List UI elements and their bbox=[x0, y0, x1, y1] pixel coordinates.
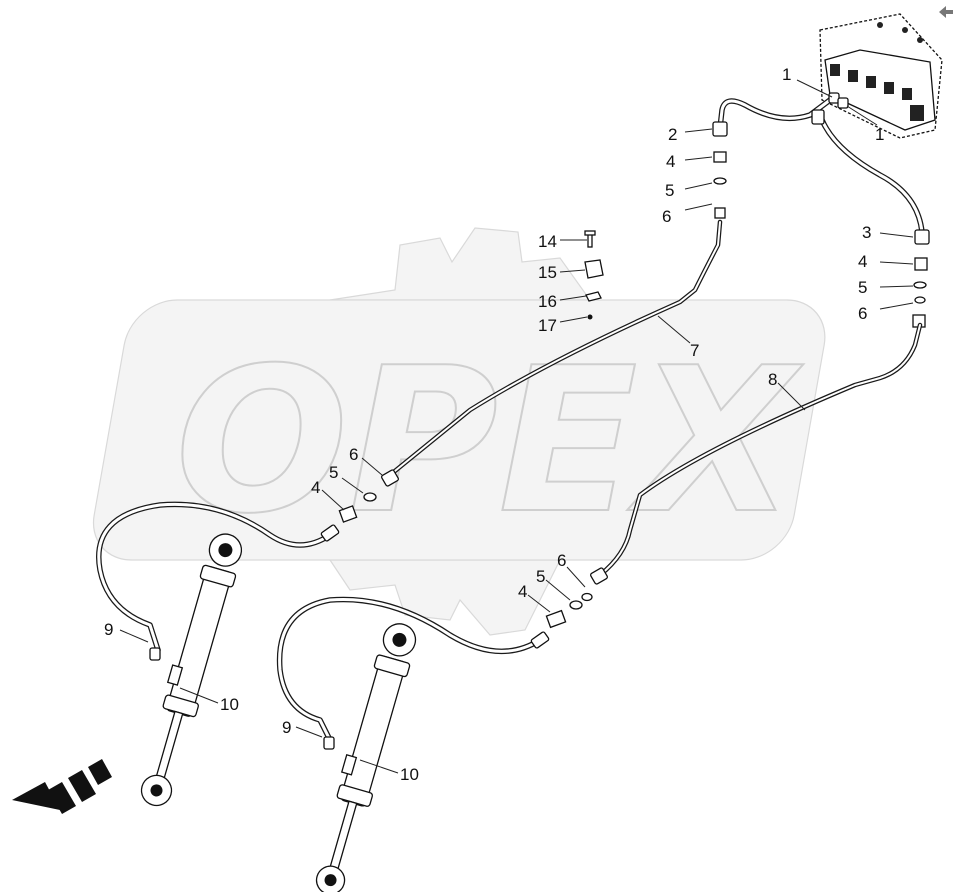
hose-fitting-right bbox=[530, 631, 550, 649]
adapter-4-mid-right bbox=[545, 609, 567, 629]
callout-4-upper-left: 4 bbox=[666, 152, 675, 171]
elbow-fitting bbox=[811, 109, 825, 125]
clamp-plate-16 bbox=[585, 291, 602, 302]
callout-8: 8 bbox=[768, 370, 777, 389]
hose-fitting-left bbox=[320, 524, 340, 542]
callout-7: 7 bbox=[690, 341, 699, 360]
callout-4-mid-left: 4 bbox=[311, 478, 320, 497]
adapter-4-upper-left bbox=[713, 151, 727, 163]
watermark: OPEX bbox=[92, 227, 826, 636]
watermark-text: OPEX bbox=[175, 325, 804, 558]
nut-6-mid-right bbox=[590, 567, 608, 585]
washer-5-mid-left bbox=[363, 492, 377, 502]
hose-end-9-left bbox=[149, 647, 161, 661]
forward-direction-arrow-icon bbox=[12, 759, 112, 814]
clamp-parts bbox=[584, 230, 604, 320]
callout-4-upper-right: 4 bbox=[858, 252, 867, 271]
callout-1-upper: 1 bbox=[782, 65, 791, 84]
callout-6-upper-right: 6 bbox=[858, 304, 867, 323]
callout-labels: 1 1 2 4 5 6 3 4 5 6 14 15 16 17 7 8 6 5 … bbox=[104, 65, 884, 784]
callout-15: 15 bbox=[538, 263, 557, 282]
nut-6-upper-left bbox=[714, 207, 726, 219]
callout-17: 17 bbox=[538, 316, 557, 335]
callout-10-right: 10 bbox=[400, 765, 419, 784]
mid-right-fittings bbox=[545, 567, 608, 629]
lower-hoses bbox=[96, 501, 550, 750]
callout-9-right: 9 bbox=[282, 718, 291, 737]
clamp-block-15 bbox=[584, 259, 604, 279]
callout-16: 16 bbox=[538, 292, 557, 311]
adapter-4-upper-right bbox=[914, 257, 928, 271]
hose-end-3 bbox=[914, 229, 930, 245]
callout-9-left: 9 bbox=[104, 620, 113, 639]
callout-10-left: 10 bbox=[220, 695, 239, 714]
callout-5-upper-right: 5 bbox=[858, 278, 867, 297]
hose-end-9-right bbox=[323, 736, 335, 750]
callout-1-lower: 1 bbox=[875, 125, 884, 144]
watermark-gear-bottom bbox=[328, 559, 561, 636]
callout-6-mid-left: 6 bbox=[349, 445, 358, 464]
washer-5-mid-right-a bbox=[581, 592, 593, 602]
washer-5-upper-left bbox=[713, 177, 727, 185]
callout-6-mid-right: 6 bbox=[557, 551, 566, 570]
washer-5-upper-right bbox=[913, 281, 927, 289]
washer-upper-right-b bbox=[914, 296, 926, 304]
fitting-1b bbox=[837, 97, 849, 109]
callout-14: 14 bbox=[538, 232, 557, 251]
callout-2: 2 bbox=[668, 125, 677, 144]
callout-5-mid-right: 5 bbox=[536, 567, 545, 586]
callout-5-mid-left: 5 bbox=[329, 463, 338, 482]
leader-lines bbox=[119, 79, 914, 774]
callout-5-upper-left: 5 bbox=[665, 181, 674, 200]
nut-6-mid-left bbox=[381, 469, 399, 487]
tool-arrow-icon bbox=[939, 6, 953, 18]
callout-3: 3 bbox=[862, 223, 871, 242]
nut-17 bbox=[587, 314, 593, 320]
hydraulic-cylinder-right bbox=[315, 623, 417, 892]
washer-5-mid-right-b bbox=[569, 600, 583, 610]
upper-hoses bbox=[717, 97, 925, 235]
control-valve-block bbox=[819, 13, 943, 139]
callout-4-mid-right: 4 bbox=[518, 582, 527, 601]
hose-end-2 bbox=[712, 121, 728, 137]
callout-6-upper-left: 6 bbox=[662, 207, 671, 226]
hydraulic-cylinder-left bbox=[140, 533, 243, 807]
mid-left-fittings bbox=[338, 469, 399, 523]
upper-fittings bbox=[712, 92, 930, 328]
rigid-pipes bbox=[387, 219, 923, 578]
